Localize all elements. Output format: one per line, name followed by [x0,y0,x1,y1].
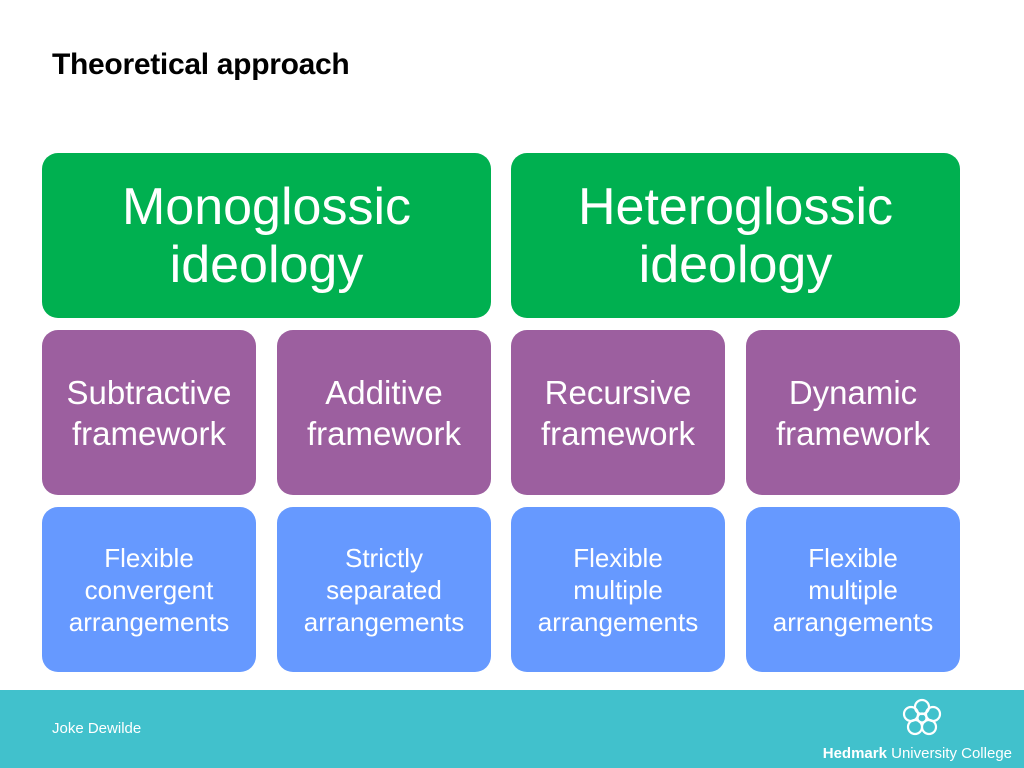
framework-box-subtractive: Subtractive framework [42,330,256,495]
framework-label: Subtractive framework [66,373,232,452]
college-name-bold: Hedmark [822,745,887,762]
arrangement-box-flexible-multiple-dynamic: Flexible multiple arrangements [746,507,960,672]
footer-band: Joke Dewilde Hedmark University College [0,690,1024,768]
framework-label: Dynamic framework [775,373,931,452]
slide-title: Theoretical approach [52,48,350,81]
ideology-box-monoglossic: Monoglossic ideology [42,153,491,318]
ideology-label: Monoglossic ideology [121,177,412,294]
interlocking-rings-logo-icon [902,698,942,736]
arrangement-label: Flexible multiple arrangements [772,542,934,637]
arrangement-label: Strictly separated arrangements [303,542,465,637]
arrangement-box-strictly-separated: Strictly separated arrangements [277,507,491,672]
framework-box-additive: Additive framework [277,330,491,495]
framework-label: Recursive framework [540,373,696,452]
ideology-box-heteroglossic: Heteroglossic ideology [511,153,960,318]
arrangement-label: Flexible multiple arrangements [537,542,699,637]
ideology-label: Heteroglossic ideology [577,177,894,294]
college-name-rest: University College [886,745,1012,762]
framework-box-dynamic: Dynamic framework [746,330,960,495]
framework-label: Additive framework [306,373,462,452]
arrangement-box-flexible-multiple-recursive: Flexible multiple arrangements [511,507,725,672]
arrangement-box-flexible-convergent: Flexible convergent arrangements [42,507,256,672]
framework-box-recursive: Recursive framework [511,330,725,495]
author-name: Joke Dewilde [52,720,142,737]
arrangement-label: Flexible convergent arrangements [68,542,230,637]
college-name: Hedmark University College [823,745,1012,762]
